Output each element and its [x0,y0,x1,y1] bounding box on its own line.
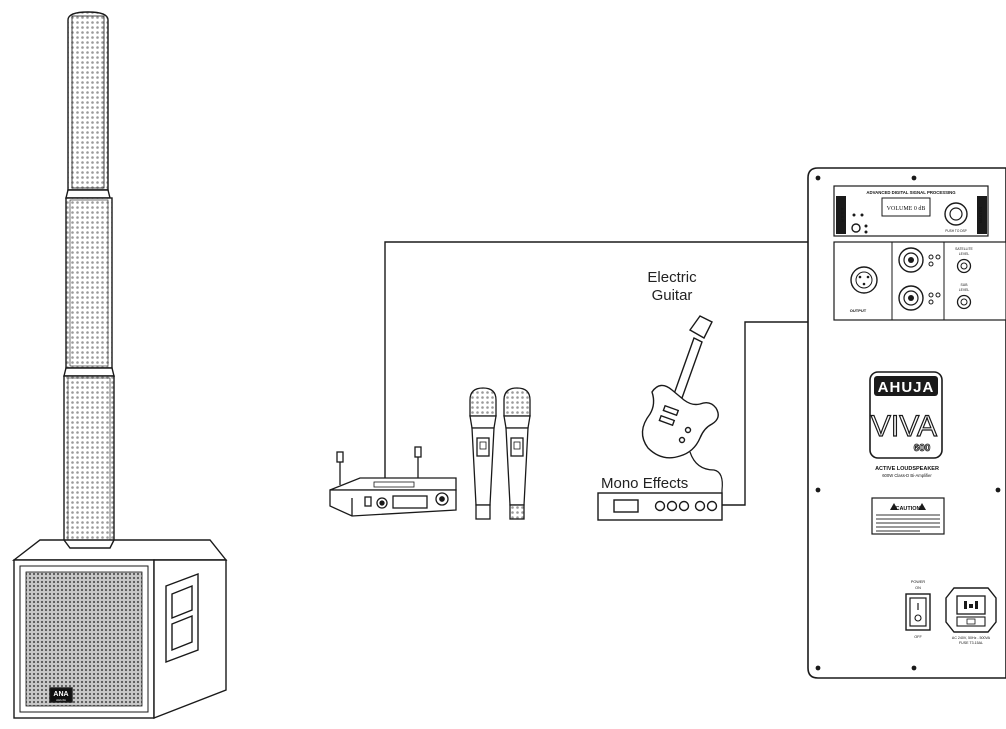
fuse-rating: FUSE T3.15AL [959,641,983,645]
satellite-level-label-1: SATELLITE [955,247,973,251]
speaker-badge-subtext: AHUJA [56,698,66,702]
mains-rating: AC 240V, 50Hz - 500VA [952,636,991,640]
dsp-left-tab: A.D.S.P. [840,208,845,223]
output-label: OUTPUT [850,308,867,313]
brand-logo: AHUJA [878,379,935,396]
subwoofer: ANA AHUJA [14,540,226,718]
subwoofer-handle [166,574,198,662]
wireless-receiver [330,447,456,516]
mono-effects-unit [598,493,722,520]
dsp-knob-label: PUSH TO DSP [945,229,967,233]
model-name: VIVA [871,410,937,443]
product-specs: 600W Class-D Bi-Amplifier [882,473,932,478]
column-speaker-system: ANA AHUJA [14,12,226,718]
dsp-display-text: VOLUME 0 dB [887,206,926,212]
dsp-button[interactable] [852,224,860,232]
power-switch[interactable] [910,598,926,626]
caution-label: CAUTION [872,498,944,534]
model-number: 600 [914,443,931,454]
caution-title: CAUTION [895,506,920,512]
electric-guitar-label-line2: Guitar [652,287,693,304]
sub-level-label-2: LEVEL [959,288,970,292]
column-array [64,12,114,544]
wireless-microphones [470,388,530,519]
satellite-level-label-2: LEVEL [959,252,970,256]
combo-input-1[interactable] [899,248,923,272]
sub-level-label-1: SUB [961,283,969,287]
power-label: POWER [911,580,926,584]
rear-panel: A.D.S.P. MASTER ADVANCED DIGITAL SIGNAL … [808,168,1006,678]
microphone-right [504,388,530,519]
io-section: OUTPUT SATELLITE LEVEL SUB LEVEL [834,242,1006,320]
power-off-label: OFF [914,635,922,639]
combo-input-2[interactable] [899,286,923,310]
product-description: ACTIVE LOUDSPEAKER [875,466,939,472]
speaker-badge-text: ANA [53,691,68,698]
power-on-label: ON [915,586,921,590]
dsp-right-tab: MASTER [978,207,983,224]
mono-effects-label: Mono Effects [601,475,688,492]
electric-guitar-label-line1: Electric [647,269,697,286]
dsp-module: A.D.S.P. MASTER ADVANCED DIGITAL SIGNAL … [834,186,988,236]
dsp-title: ADVANCED DIGITAL SIGNAL PROCESSING [866,190,956,195]
microphone-left [470,388,496,519]
